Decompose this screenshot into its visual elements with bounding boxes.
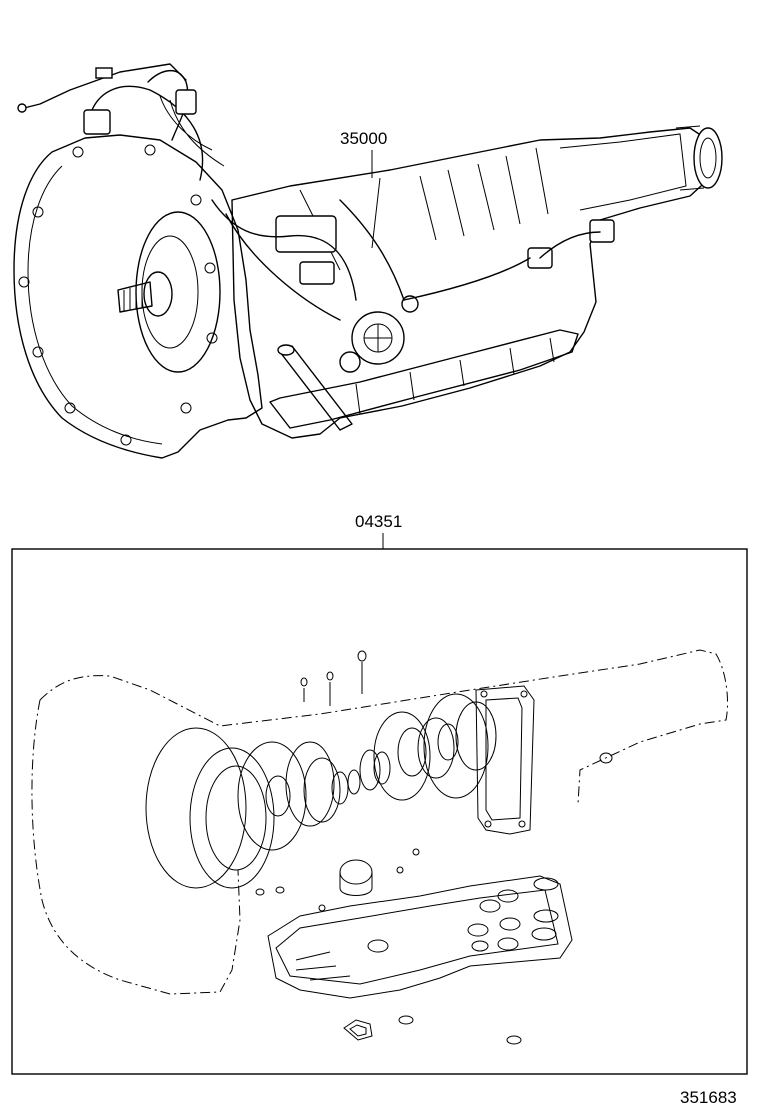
kit-frame [11,548,748,1075]
gasket-kit-drawing [31,649,729,1045]
callout-04351: 04351 [355,512,402,531]
callout-35000: 35000 [340,129,387,148]
transmission-assembly-drawing [13,63,723,459]
illustration-number: 351683 [680,1088,737,1107]
